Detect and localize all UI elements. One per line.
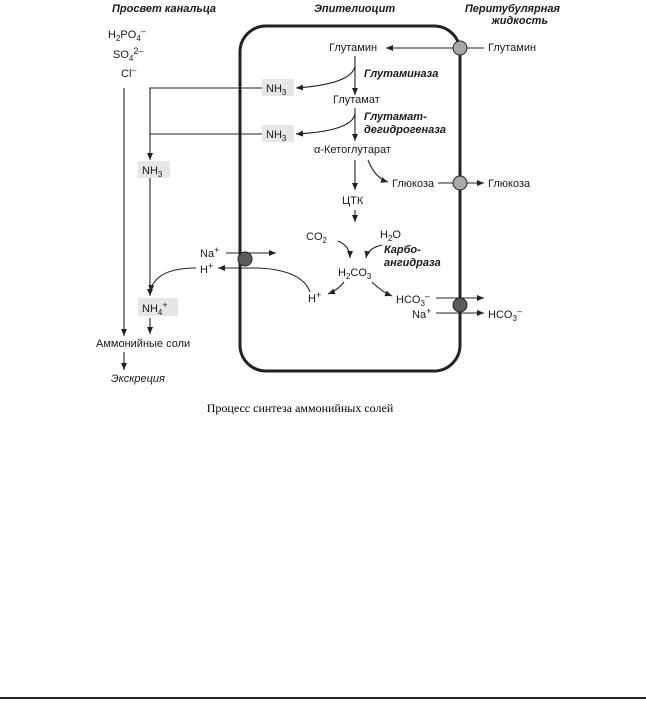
h2o-label: H2O: [380, 229, 401, 243]
peritubular-header-2: жидкость: [491, 15, 548, 27]
akg-to-glucose-arrow: [367, 159, 389, 183]
glutaminase-label: Глутаминаза: [364, 68, 438, 80]
co2-to-h2co3-arrow: [337, 240, 353, 259]
nh3-box-2: [262, 125, 294, 142]
glutamine-peritubular: Глутамин: [488, 42, 536, 54]
gdh-label-1: Глутамат-: [364, 111, 427, 123]
nh3-label-2: NH3: [266, 129, 287, 143]
peritubular-header-1: Перитубулярная: [465, 3, 561, 15]
h-ion-intracellular: H+: [308, 290, 321, 305]
h-secretion-arrow: [218, 265, 311, 293]
na-hco3-cotransporter: [452, 297, 468, 313]
na-lumen-label: Na+: [200, 245, 219, 260]
nh4-label: NH4+: [142, 300, 168, 317]
h2o-to-h2co3-arrow: [364, 244, 383, 259]
nh3-label-1: NH3: [266, 83, 287, 97]
ca-label-1: Карбо-: [384, 244, 421, 256]
glucose-transporter: [452, 175, 468, 191]
hco3-peritubular: HCO3–: [488, 306, 522, 323]
tca-label: ЦТК: [342, 195, 364, 207]
h2co3-to-h-arrow: [327, 281, 345, 295]
h-ion-lumen: H+: [200, 261, 213, 276]
ca-label-2: ангидраза: [384, 257, 441, 269]
nh4-box: [138, 298, 178, 316]
glucose-intracellular: Глюкоза: [392, 178, 435, 190]
na-h-exchanger: [237, 251, 253, 267]
gdh-nh3-arrow: [295, 113, 356, 137]
h2po4-ion: H2PO4–: [108, 26, 146, 43]
h-to-nh4-arrow: [148, 267, 197, 293]
akg-label: α-Кетоглутарат: [314, 144, 391, 156]
glutaminase-nh3-arrow: [295, 65, 356, 91]
glutamine-intracellular: Глутамин: [329, 42, 377, 54]
cl-ion: Cl–: [121, 65, 136, 80]
na-intracellular: Na+: [412, 306, 431, 321]
page-bottom-rule: [0, 697, 646, 699]
figure-caption: Процесс синтеза аммонийных солей: [207, 401, 394, 415]
h2co3-label: H2CO3: [338, 267, 372, 281]
ammonium-salts-label: Аммонийные соли: [96, 338, 190, 350]
nh3-diffusion-line-1: [147, 87, 262, 160]
epithelial-cell-outline: [238, 24, 462, 373]
h2co3-to-hco3-arrow: [371, 281, 393, 297]
nh3-box-lumen: [138, 161, 170, 178]
gdh-label-2: дегидрогеназа: [364, 124, 446, 136]
glutamine-transporter: [452, 40, 468, 56]
nh3-label-lumen: NH3: [142, 165, 163, 179]
cell-header: Эпителиоцит: [314, 3, 395, 15]
co2-label: CO2: [306, 231, 328, 245]
nh3-box-1: [262, 79, 294, 96]
glutamate-label: Глутамат: [333, 94, 380, 106]
glucose-peritubular: Глюкоза: [488, 178, 531, 190]
lumen-header: Просвет канальца: [112, 3, 216, 15]
so4-ion: SO42–: [113, 46, 143, 63]
excretion-label: Экскреция: [111, 373, 165, 385]
ammonium-synthesis-diagram: Просвет канальца Эпителиоцит Перитубуляр…: [96, 3, 561, 415]
hco3-intracellular: HCO3–: [396, 291, 430, 308]
